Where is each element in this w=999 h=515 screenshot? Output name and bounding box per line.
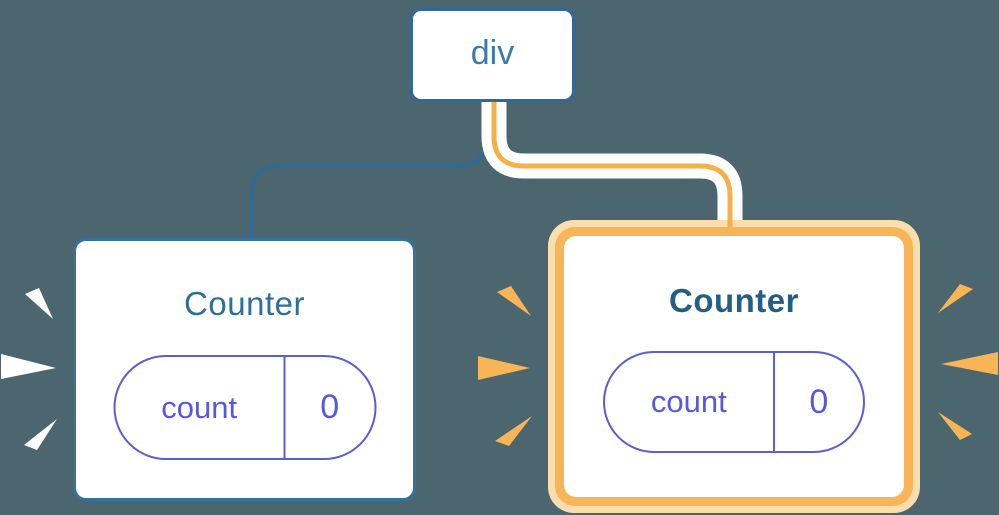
spark-icon [941,352,998,375]
pill-value: 0 [772,353,863,451]
pill-value: 0 [283,357,374,458]
counter-title: Counter [184,285,305,322]
counter-title: Counter [669,282,799,319]
spark-icon [495,416,532,446]
burst-sparks-left-card [1,288,57,450]
burst-sparks-right-card-right [938,284,998,440]
right-counter-card: Counter count 0 [555,227,913,506]
state-pill: count 0 [113,355,376,460]
pill-key-label: count [650,384,727,419]
spark-icon [938,284,973,313]
left-counter-card: Counter count 0 [73,238,416,501]
spark-icon [1,354,56,379]
connector-highlight-stripe [491,100,733,238]
right-counter-card-body: Counter count 0 [564,236,904,497]
state-pill: count 0 [603,351,865,453]
burst-sparks-right-card-left [478,286,532,446]
spark-icon [938,412,972,440]
pill-key-label: count [161,389,238,425]
spark-icon [497,286,531,316]
spark-icon [25,288,53,319]
spark-icon [24,419,57,450]
root-node-label: div [470,34,515,72]
root-node-div: div [410,8,575,102]
spark-icon [478,356,530,380]
